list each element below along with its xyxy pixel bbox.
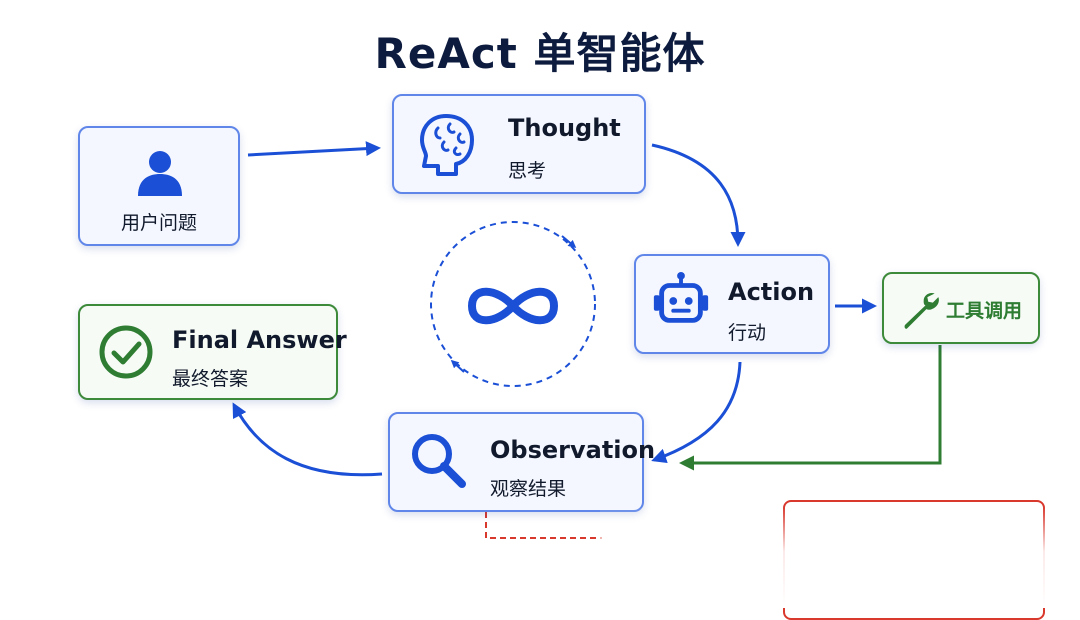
arrow-observation-to-final [232,402,383,477]
magnifier-icon [412,434,466,488]
check-circle-icon [99,325,153,379]
observation-label-zh: 观察结果 [490,478,567,500]
observation-label-en: Observation [490,436,656,464]
observation-red-dashed-line [485,512,602,539]
final-answer-node: Final Answer 最终答案 [78,304,347,400]
action-label-zh: 行动 [728,322,767,344]
tool-call-node: 工具调用 [882,272,1040,344]
robot-icon [653,271,709,323]
observation-node: Observation 观察结果 [388,412,655,512]
action-node: Action 行动 [634,254,830,354]
action-label-en: Action [728,278,815,306]
arrow-user-to-thought [247,141,381,157]
arrow-action-to-observation [651,361,742,464]
diagram-title: ReAct 单智能体 [374,29,706,78]
loop-dashed-circle [430,221,596,387]
arrow-thought-to-action [651,143,746,247]
loop-arrowhead-top [561,235,577,249]
final-answer-label-en: Final Answer [172,326,347,354]
thought-label-zh: 思考 [508,160,547,182]
brain-icon [420,114,474,176]
wrench-icon [904,293,939,329]
thought-label-en: Thought [508,114,621,142]
user-question-label: 用户问题 [120,212,197,234]
arrow-tool-to-observation [679,345,942,471]
tool-call-label: 工具调用 [946,300,1023,322]
user-question-node: 用户问题 [78,126,240,246]
thought-node: Thought 思考 [392,94,646,194]
infinity-icon [468,287,558,325]
loop-arrowhead-bottom [450,359,465,373]
final-answer-label-zh: 最终答案 [172,368,249,390]
user-icon [138,151,182,196]
bottom-fade-overlay [600,506,1080,608]
